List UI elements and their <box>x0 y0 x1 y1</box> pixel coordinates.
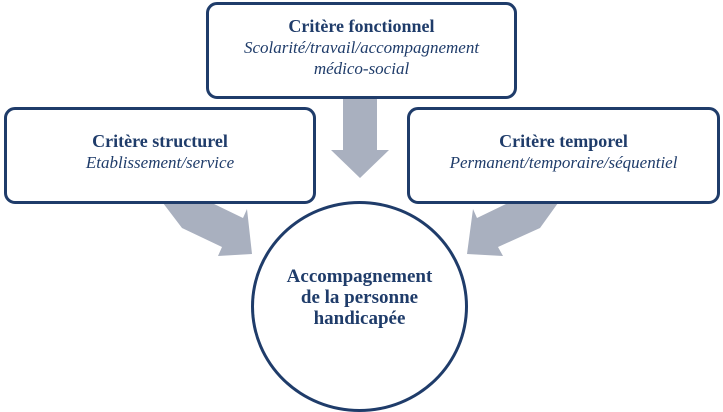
criterion-functional-box: Critère fonctionnel Scolarité/travail/ac… <box>206 2 517 99</box>
criterion-structural-subtitle: Etablissement/service <box>85 152 235 172</box>
criterion-functional-subtitle-line2: médico-social <box>313 59 410 78</box>
arrow-top-to-center <box>331 98 389 178</box>
criterion-structural-title: Critère structurel <box>92 130 228 151</box>
center-circle: Accompagnement de la personne handicapée <box>251 201 468 412</box>
center-label-line3: handicapée <box>313 308 406 329</box>
criterion-functional-title: Critère fonctionnel <box>288 16 435 36</box>
arrow-left-to-center <box>163 203 252 256</box>
center-label-line2: de la personne <box>300 287 419 308</box>
criterion-structural-box: Critère structurel Etablissement/service <box>4 107 316 204</box>
criterion-temporal-subtitle: Permanent/temporaire/séquentiel <box>449 152 678 172</box>
criterion-temporal-title: Critère temporel <box>499 130 628 151</box>
center-label-line1: Accompagnement <box>286 266 433 287</box>
arrow-right-to-center <box>467 203 558 256</box>
criterion-functional-subtitle-line1: Scolarité/travail/accompagnement <box>243 38 480 57</box>
criterion-temporal-box: Critère temporel Permanent/temporaire/sé… <box>407 107 720 204</box>
